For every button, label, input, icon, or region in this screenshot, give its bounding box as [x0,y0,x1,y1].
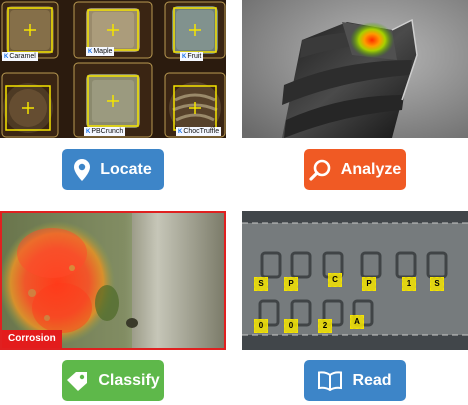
chocolate-box-image [0,0,226,138]
analyze-button-label: Analyze [340,160,402,178]
ocr-char-box: P [362,277,376,291]
ocr-char-box: P [284,277,298,291]
detection-tag: KPBCrunch [84,127,126,136]
detection-tag: KCaramel [2,52,38,61]
read-button-label: Read [352,371,392,389]
corrosion-label: Corrosion [2,330,62,348]
ocr-char-box: 2 [318,319,332,333]
ocr-char-box: A [350,315,364,329]
location-pin-icon [74,158,91,181]
analyze-image-panel [242,0,468,138]
magnifier-icon [309,159,331,181]
open-book-icon [318,370,343,391]
ocr-char-box: 0 [254,319,268,333]
classify-button[interactable]: Classify [62,360,164,401]
detection-tag-label: Fruit [187,53,202,60]
detection-tag-label: ChocTruffle [183,128,220,135]
detection-tag: KFruit [180,52,204,61]
ocr-char-box: S [254,277,268,291]
read-image-panel: S P C P 1 S 0 0 2 A [242,211,468,350]
ocr-char-box: 1 [402,277,416,291]
analyze-button[interactable]: Analyze [304,149,406,190]
detection-tag-label: PBCrunch [91,128,124,135]
detection-tag: KChocTruffle [176,127,222,136]
read-button[interactable]: Read [304,360,406,401]
locate-button[interactable]: Locate [62,149,164,190]
locate-image-panel: KCaramel KMaple KFruit KPBCrunch KChocTr… [0,0,226,138]
ocr-char-box: 0 [284,319,298,333]
screw-thread-image [242,0,468,138]
detection-tag-label: Caramel [9,53,36,60]
corrosion-heatmap-image [2,213,224,348]
ocr-char-box: S [430,277,444,291]
detection-tag-label: Maple [93,48,113,55]
tag-icon [67,371,88,391]
locate-button-label: Locate [100,160,152,178]
ocr-char-box: C [328,273,342,287]
detection-tag: KMaple [86,47,115,56]
classify-image-panel: Corrosion [0,211,226,350]
classify-button-label: Classify [98,371,160,389]
